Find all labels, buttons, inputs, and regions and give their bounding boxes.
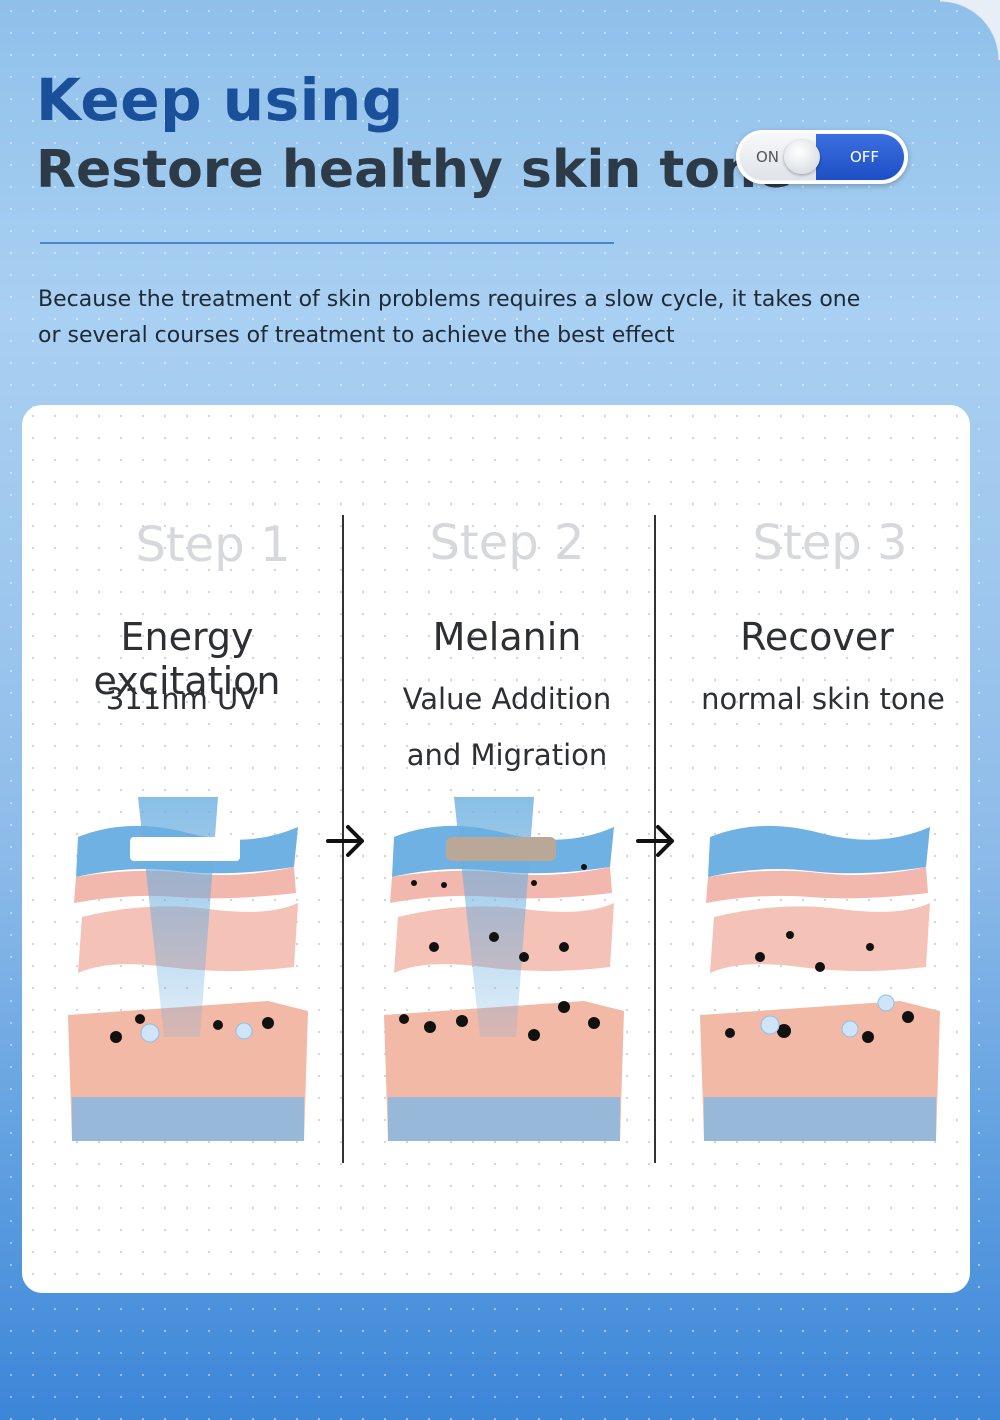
step-2-label: Step 2 [382,515,632,571]
step-3-label: Step 3 [705,515,955,571]
description-line-2: or several courses of treatment to achie… [38,318,898,354]
toggle-off-label: OFF [850,148,879,166]
step-1-subtitle: 311nm UV [57,671,307,727]
arrow-right-icon [324,821,368,861]
step-1-label: Step 1 [88,517,338,573]
page-corner [940,0,1000,60]
skin-layers-illustration [68,797,308,1157]
on-off-toggle[interactable]: ON OFF [736,130,908,184]
steps-card: Step 1 Energy excitation 311nm UV Step 2… [22,405,970,1293]
step-2-subtitle-2: and Migration [357,727,657,783]
step-3-title: Recover [672,615,962,659]
description: Because the treatment of skin problems r… [38,282,898,354]
arrow-right-icon [634,821,678,861]
toggle-on-label: ON [756,148,779,166]
step-3-subtitle: normal skin tone [682,671,964,727]
skin-layers-illustration [384,797,624,1157]
page-title: Keep using [36,66,404,134]
step-2-title: Melanin [357,615,657,659]
toggle-knob[interactable] [784,140,820,174]
divider [40,242,614,244]
skin-layers-illustration [700,797,940,1157]
page-subtitle: Restore healthy skin tone [36,140,792,200]
description-line-1: Because the treatment of skin problems r… [38,282,898,318]
step-2-subtitle-1: Value Addition [357,671,657,727]
